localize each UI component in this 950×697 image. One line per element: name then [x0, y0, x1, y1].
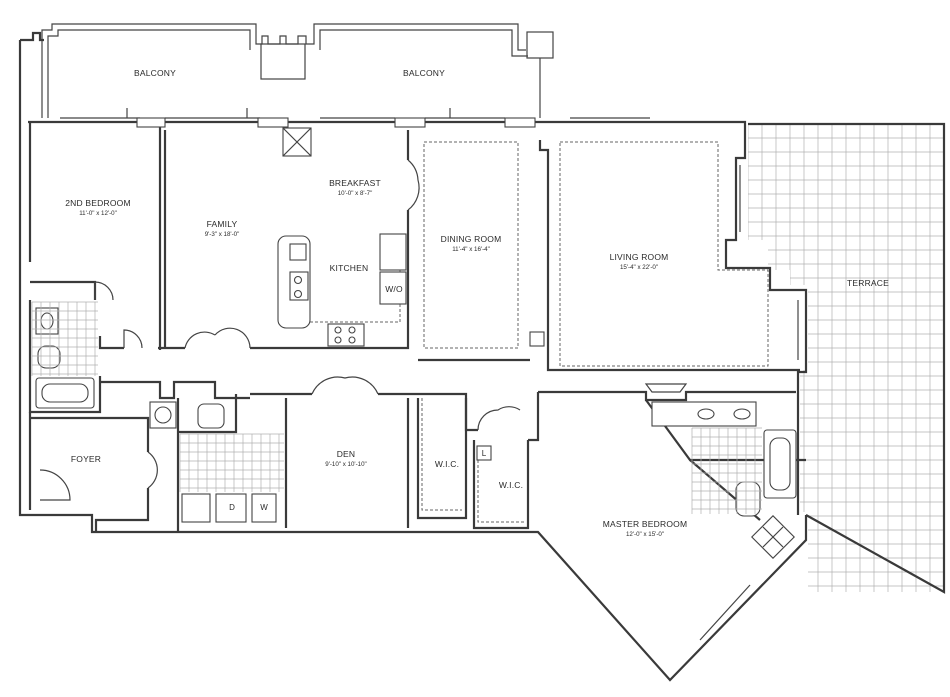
- foyer-label: FOYER: [71, 454, 101, 464]
- kitchen-label: KITCHEN: [330, 263, 369, 273]
- living-room-label: LIVING ROOM: [610, 252, 669, 262]
- balcony-left-label: BALCONY: [134, 68, 176, 78]
- laundry-dryer-label: D: [229, 503, 235, 512]
- balcony-outline: [41, 23, 554, 118]
- bath-tiles: [31, 301, 762, 514]
- breakfast-label: BREAKFAST: [329, 178, 381, 188]
- wic-left-label: W.I.C.: [435, 459, 459, 469]
- second-bedroom-label: 2ND BEDROOM: [65, 198, 131, 208]
- den-dims: 9'-10" x 10'-10": [325, 461, 367, 468]
- master-bedroom-dims: 12'-0" x 15'-0": [626, 531, 664, 538]
- balcony-right-label: BALCONY: [403, 68, 445, 78]
- walls: [18, 31, 808, 682]
- wo-label: W/O: [385, 284, 403, 294]
- terrace-area: [748, 122, 946, 594]
- second-bedroom-dims: 11'-0" x 12'-0": [79, 210, 117, 217]
- dining-room-label: DINING ROOM: [441, 234, 502, 244]
- terrace-label: TERRACE: [847, 278, 889, 288]
- wic-right-label: W.I.C.: [499, 480, 523, 490]
- den-label: DEN: [337, 449, 356, 459]
- doors: [39, 159, 688, 501]
- living-room-dims: 15'-4" x 22'-0": [620, 264, 658, 271]
- laundry-washer-label: W: [260, 503, 268, 512]
- master-bedroom-label: MASTER BEDROOM: [603, 519, 688, 529]
- windows: [60, 108, 799, 641]
- dining-room-dims: 11'-4" x 16'-4": [452, 246, 490, 253]
- labels: BALCONY BALCONY 2ND BEDROOM 11'-0" x 12'…: [65, 68, 889, 538]
- laundry: [181, 493, 277, 523]
- kitchen-fixtures: [277, 127, 545, 347]
- breakfast-dims: 10'-0" x 8'-7": [338, 190, 373, 197]
- family-dims: 9'-3" x 18'-0": [205, 231, 240, 238]
- family-label: FAMILY: [207, 219, 238, 229]
- linen-label: L: [482, 449, 487, 458]
